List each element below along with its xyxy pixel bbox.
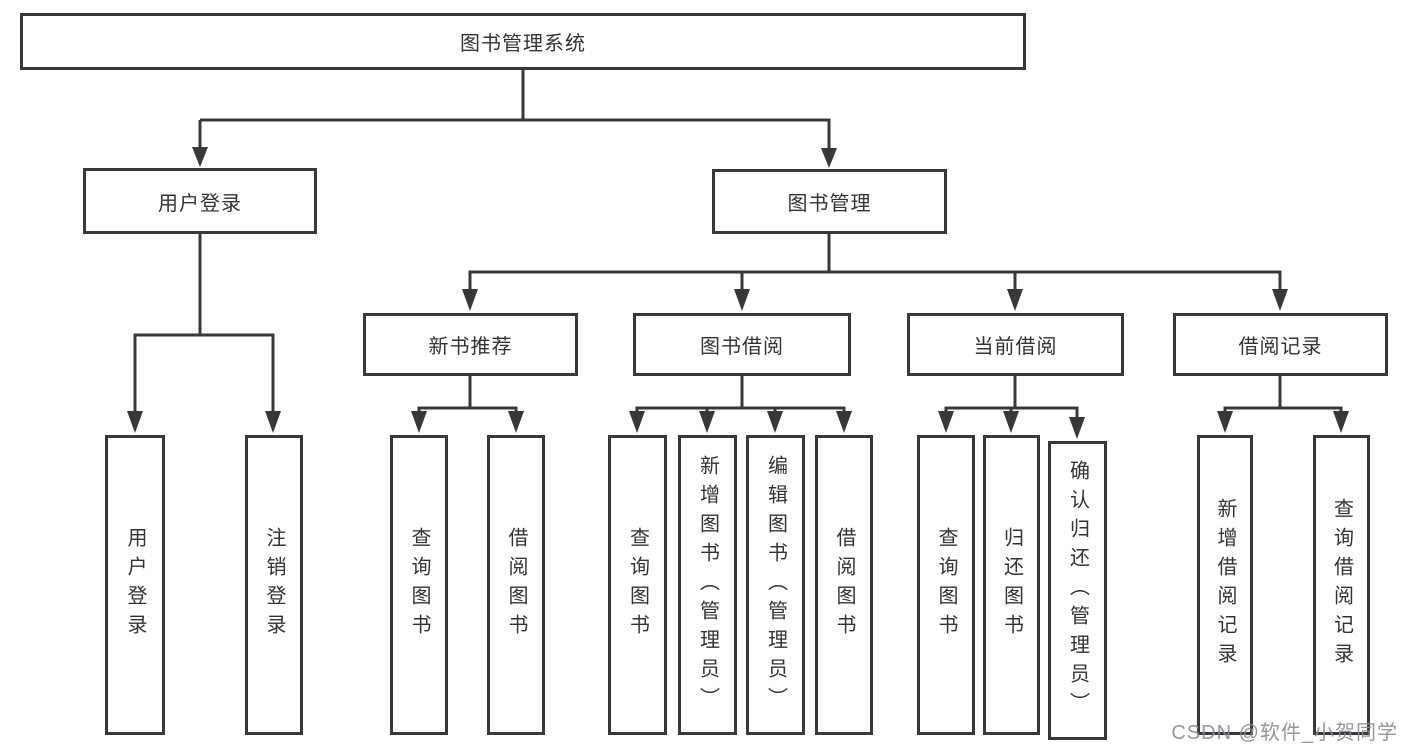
leaf-borrow-books-1: 借阅图书	[487, 435, 545, 735]
arrowhead-logout-leaf	[265, 411, 281, 433]
leaf-borrow-books-1-label: 借阅图书	[505, 527, 527, 643]
leaf-logout-label: 注销登录	[263, 527, 285, 643]
node-current-borrow-label: 当前借阅	[973, 336, 1058, 358]
arrowhead-g5-2	[1333, 411, 1349, 433]
node-book-borrow-label: 图书借阅	[700, 336, 784, 358]
node-book-borrow: 图书借阅	[633, 313, 851, 376]
arrowhead-book-mgmt	[821, 148, 837, 168]
leaf-logout: 注销登录	[245, 435, 303, 735]
arrowhead-g4-2	[1003, 411, 1019, 433]
leaf-query-borrow-record: 查询借阅记录	[1313, 435, 1370, 735]
arrowhead-g3-1	[629, 411, 645, 433]
node-borrow-records: 借阅记录	[1173, 313, 1388, 376]
arrowhead-g5-1	[1217, 411, 1233, 433]
leaf-add-borrow-record: 新增借阅记录	[1197, 435, 1253, 735]
leaf-borrow-books-2-label: 借阅图书	[833, 527, 855, 643]
csdn-watermark: CSDN @软件_小贺同学	[1171, 722, 1398, 744]
arrowhead-g2-1	[411, 411, 427, 433]
arrowhead-borrow-records	[1272, 289, 1288, 311]
leaf-query-books-1: 查询图书	[390, 435, 448, 735]
arrowhead-book-borrow	[734, 289, 750, 311]
arrowhead-g4-3	[1069, 417, 1085, 439]
leaf-query-books-3: 查询图书	[917, 435, 975, 735]
node-new-book-recommend-label: 新书推荐	[428, 336, 513, 358]
leaf-return-books-label: 归还图书	[1000, 527, 1023, 643]
arrowhead-user-login-leaf	[127, 411, 143, 433]
leaf-borrow-books-2: 借阅图书	[815, 435, 873, 735]
node-root-label: 图书管理系统	[460, 33, 586, 55]
leaf-user-login-label: 用户登录	[124, 527, 146, 643]
arrowhead-g4-1	[938, 411, 954, 433]
leaf-add-books-admin-label: 新增图书（管理员）	[696, 454, 719, 716]
node-book-management: 图书管理	[712, 169, 947, 234]
leaf-return-books: 归还图书	[983, 435, 1040, 735]
leaf-edit-books-admin-label: 编辑图书（管理员）	[764, 454, 787, 716]
node-root: 图书管理系统	[20, 13, 1026, 70]
node-current-borrow: 当前借阅	[907, 313, 1124, 376]
leaf-user-login: 用户登录	[105, 435, 165, 735]
leaf-query-books-2: 查询图书	[608, 435, 667, 735]
node-book-management-label: 图书管理	[787, 193, 872, 215]
node-new-book-recommend: 新书推荐	[363, 313, 578, 376]
arrowhead-g3-4	[836, 411, 852, 433]
leaf-confirm-return-admin-label: 确认归还（管理员）	[1066, 460, 1089, 721]
leaf-query-books-3-label: 查询图书	[935, 527, 957, 643]
arrowhead-new-books	[462, 289, 478, 311]
arrowhead-g2-2	[508, 411, 524, 433]
leaf-confirm-return-admin: 确认归还（管理员）	[1048, 441, 1107, 740]
arrowhead-user-login	[192, 147, 208, 167]
leaf-query-books-1-label: 查询图书	[408, 527, 430, 643]
arrowhead-g3-3	[767, 411, 783, 433]
node-borrow-records-label: 借阅记录	[1238, 336, 1323, 358]
node-user-login-label: 用户登录	[158, 192, 242, 215]
leaf-query-borrow-record-label: 查询借阅记录	[1330, 498, 1353, 672]
leaf-edit-books-admin: 编辑图书（管理员）	[746, 435, 805, 735]
leaf-add-books-admin: 新增图书（管理员）	[678, 435, 737, 735]
leaf-add-borrow-record-label: 新增借阅记录	[1214, 498, 1236, 672]
arrowhead-g3-2	[699, 411, 715, 433]
node-user-login: 用户登录	[83, 168, 317, 234]
leaf-query-books-2-label: 查询图书	[626, 527, 649, 643]
arrowhead-current-borrow	[1007, 289, 1023, 311]
